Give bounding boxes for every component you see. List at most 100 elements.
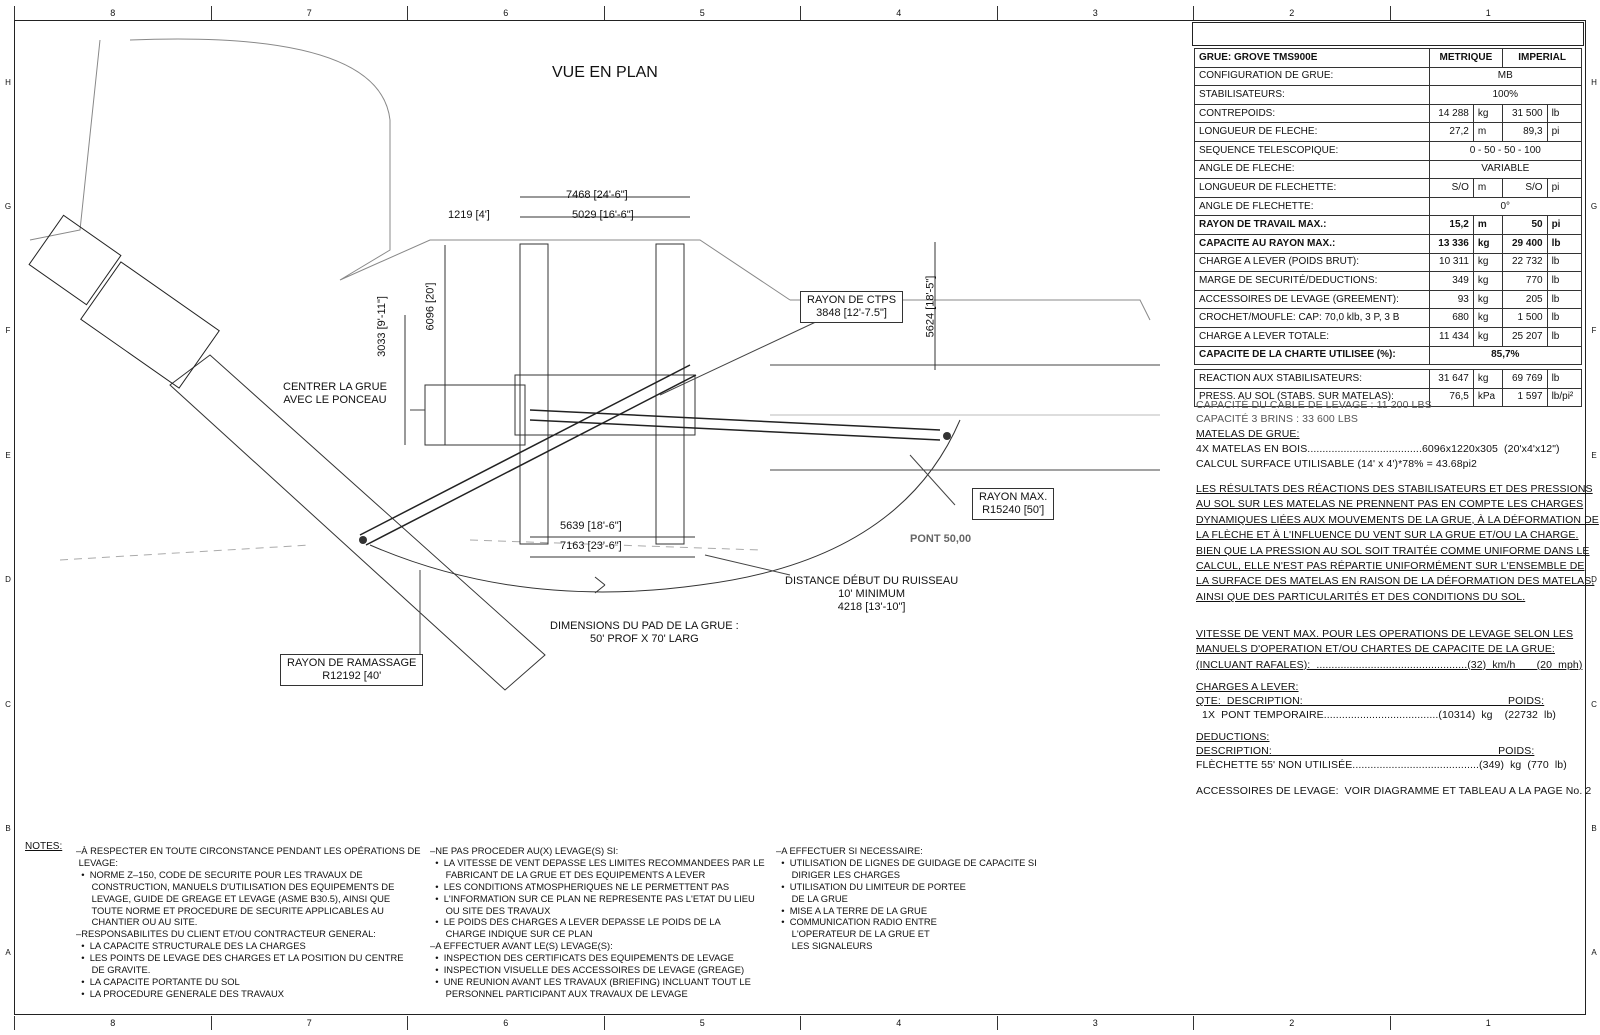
ruler-cell: A (5, 948, 11, 958)
table-cell-iu: pi (1546, 122, 1583, 142)
header-metrique: METRIQUE (1428, 48, 1504, 68)
crane-carrier (514, 374, 696, 436)
ruler-cell: B (1591, 823, 1597, 833)
table-cell-iu: pi (1546, 178, 1583, 198)
table-cell-m: S/O (1428, 178, 1474, 198)
dim-5639: 5639 [18'-6"] (560, 520, 622, 532)
rayon-max-label: RAYON MAX. R15240 [50'] (972, 488, 1055, 520)
table-cell-iu: lb (1546, 252, 1583, 273)
ruler-cell: E (5, 450, 11, 460)
ruler-cell: F (1591, 326, 1597, 336)
dim-5029: 5029 [16'-6"] (572, 209, 634, 221)
dim-7468: 7468 [24'-6"] (566, 189, 628, 201)
ruler-cell: H (5, 77, 11, 87)
ruler-cell: 8 (14, 1016, 211, 1030)
notes-col-2: –NE PAS PROCEDER AU(X) LEVAGE(S) SI: • L… (430, 845, 765, 999)
dim-5624: 5624 [18'-5"] (924, 275, 937, 338)
notes-col-3: –A EFFECTUER SI NECESSAIRE: • UTILISATIO… (776, 845, 1037, 952)
table-cell-label: LONGUEUR DE FLECHE: (1194, 122, 1430, 142)
table-cell-label: CONTREPOIDS: (1194, 103, 1430, 124)
deductions-body: FLÈCHETTE 55' NON UTILISÉE..............… (1196, 759, 1567, 771)
table-cell-span: 100% (1428, 85, 1583, 105)
outrigger-right (655, 243, 685, 545)
table-cell-span: 85,7% (1428, 345, 1583, 366)
table-cell-iu: lb (1546, 308, 1583, 328)
table-cell-label: CHARGE A LEVER (POIDS BRUT): (1194, 252, 1430, 273)
outrigger-left (519, 243, 549, 545)
table-cell-i: 29 400 (1502, 233, 1548, 254)
table-cell-i: 770 (1502, 271, 1548, 291)
crane-spec-table: GRUE: GROVE TMS900E METRIQUE IMPERIAL CO… (1194, 48, 1583, 408)
deductions-title: DEDUCTIONS: (1196, 731, 1270, 743)
table-cell-iu: lb (1546, 233, 1583, 254)
table-cell-iu: lb/pi² (1546, 387, 1583, 408)
ruler-cell: 8 (14, 6, 211, 20)
dim-lines (530, 536, 695, 558)
table-cell-m: 349 (1428, 271, 1474, 291)
vent-note: VITESSE DE VENT MAX. POUR LES OPERATIONS… (1196, 628, 1583, 671)
matelas-title: MATELAS DE GRUE: (1196, 428, 1300, 440)
table-cell-iu: lb (1546, 271, 1583, 291)
table-cell-iu: lb (1546, 369, 1583, 389)
ruler-cell: D (1591, 575, 1597, 585)
ruler-cell: E (1591, 450, 1597, 460)
deductions-head: DESCRIPTION: POIDS: (1196, 745, 1535, 757)
crane-cab (424, 384, 526, 446)
dim-lines (404, 196, 936, 445)
charges-body: 1X PONT TEMPORAIRE......................… (1196, 709, 1556, 721)
table-cell-label: ANGLE DE FLECHE: (1194, 159, 1430, 180)
ruler-cell: A (1591, 948, 1597, 958)
ruler-cell: H (1591, 77, 1597, 87)
table-cell-m: 31 647 (1428, 369, 1474, 389)
terrain-outline (29, 39, 101, 241)
ruler-cell: 5 (603, 6, 801, 20)
right-ruler: H G F E D C B A (1588, 20, 1600, 1015)
table-cell-mu: kg (1472, 103, 1504, 124)
ruler-cell: B (5, 823, 11, 833)
table-cell-label: CROCHET/MOUFLE: CAP: 70,0 klb, 3 P, 3 B (1194, 308, 1430, 328)
ruler-cell: 4 (800, 1016, 997, 1030)
ruler-cell: 3 (996, 1016, 1194, 1030)
ruler-cell: C (1591, 699, 1597, 709)
bottom-ruler: 8 7 6 5 4 3 2 1 (14, 1016, 1586, 1030)
table-cell-m: 14 288 (1428, 103, 1474, 124)
table-cell-mu: kPa (1472, 387, 1504, 408)
ruler-cell: D (5, 575, 11, 585)
hook-set-point (943, 432, 951, 440)
pad-dims-label: DIMENSIONS DU PAD DE LA GRUE : 50' PROF … (550, 620, 739, 645)
table-cell-span: VARIABLE (1428, 159, 1583, 180)
ruler-cell: 7 (210, 6, 408, 20)
pont-label: PONT 50,00 (910, 533, 972, 545)
table-cell-label: CAPACITE AU RAYON MAX.: (1194, 233, 1430, 254)
table-row: SEQUENCE TELESCOPIQUE:0 - 50 - 50 - 100 (1194, 140, 1583, 161)
ruler-cell: F (5, 326, 11, 336)
table-cell-i: 69 769 (1502, 369, 1548, 389)
table-row: ANGLE DE FLECHE:VARIABLE (1194, 159, 1583, 180)
ruler-cell: 6 (407, 1016, 604, 1030)
accessoires-note: ACCESSOIRES DE LEVAGE: VOIR DIAGRAMME ET… (1196, 785, 1592, 797)
table-row: CAPACITE DE LA CHARTE UTILISEE (%):85,7% (1194, 345, 1583, 366)
table-row: ANGLE DE FLECHETTE:0° (1194, 196, 1583, 217)
culvert-band (169, 354, 546, 691)
table-cell-mu: kg (1472, 233, 1504, 254)
table-cell-m: 13 336 (1428, 233, 1474, 254)
table-cell-i: 50 (1502, 215, 1548, 235)
table-gap (1194, 364, 1582, 371)
dim-7163: 7163 [23'-6"] (560, 540, 622, 552)
table-cell-m: 680 (1428, 308, 1474, 328)
left-ruler: H G F E D C B A (2, 20, 14, 1015)
table-cell-label: ACCESSOIRES DE LEVAGE (GREEMENT): (1194, 289, 1430, 310)
ruler-cell: 2 (1193, 6, 1390, 20)
table-cell-span: 0 - 50 - 50 - 100 (1428, 140, 1583, 161)
terrain-outline (129, 38, 791, 301)
table-cell-m: 27,2 (1428, 122, 1474, 142)
ruler-cell: C (5, 699, 11, 709)
table-cell-mu: m (1472, 122, 1504, 142)
title-box (1192, 22, 1584, 46)
